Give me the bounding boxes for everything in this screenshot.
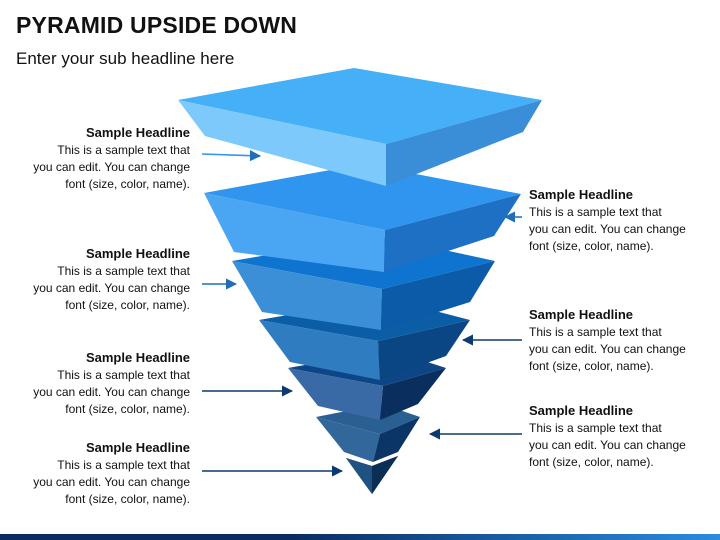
callout-4: Sample Headline This is a sample text th… bbox=[529, 306, 720, 375]
page-subtitle: Enter your sub headline here bbox=[16, 49, 235, 68]
callout-headline: Sample Headline bbox=[529, 187, 634, 202]
page-title: PYRAMID UPSIDE DOWN bbox=[16, 12, 298, 38]
pyramid-layer-1 bbox=[178, 68, 542, 186]
pyramid-layer-2 bbox=[204, 164, 521, 272]
callout-headline: Sample Headline bbox=[85, 246, 190, 261]
arrow-1 bbox=[201, 150, 262, 162]
callout-text: This is a sample text that you can edit.… bbox=[33, 143, 190, 191]
callout-headline: Sample Headline bbox=[85, 440, 190, 455]
callout-6: Sample Headline This is a sample text th… bbox=[529, 402, 720, 471]
pyramid-layer-7 bbox=[346, 456, 398, 494]
callout-1: Sample Headline This is a sample text th… bbox=[0, 124, 190, 193]
callout-headline: Sample Headline bbox=[85, 350, 190, 365]
callout-2: Sample Headline This is a sample text th… bbox=[529, 186, 720, 255]
callout-headline: Sample Headline bbox=[529, 307, 634, 322]
callout-headline: Sample Headline bbox=[529, 403, 634, 418]
callout-3: Sample Headline This is a sample text th… bbox=[0, 245, 190, 314]
callout-text: This is a sample text that you can edit.… bbox=[33, 458, 190, 506]
callout-headline: Sample Headline bbox=[85, 125, 190, 140]
callout-5: Sample Headline This is a sample text th… bbox=[0, 349, 190, 418]
bottom-accent-bar bbox=[0, 534, 720, 540]
callout-text: This is a sample text that you can edit.… bbox=[33, 368, 190, 416]
callout-text: This is a sample text that you can edit.… bbox=[33, 264, 190, 312]
callout-text: This is a sample text that you can edit.… bbox=[529, 421, 686, 469]
callout-text: This is a sample text that you can edit.… bbox=[529, 325, 686, 373]
callout-7: Sample Headline This is a sample text th… bbox=[0, 439, 190, 508]
callout-text: This is a sample text that you can edit.… bbox=[529, 205, 686, 253]
